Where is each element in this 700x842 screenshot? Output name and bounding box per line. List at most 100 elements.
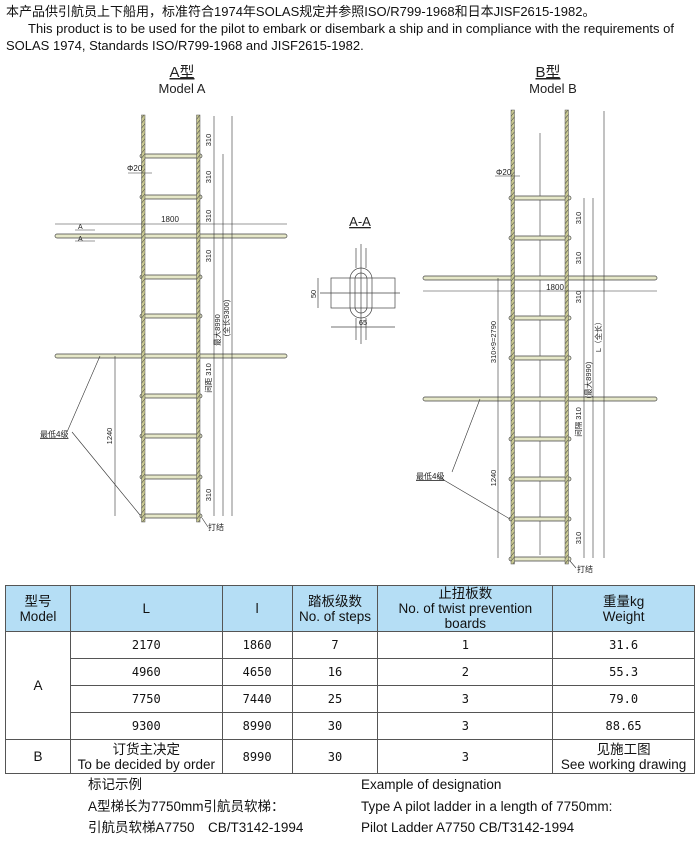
section-width: 65 [359, 318, 367, 327]
designation-title-en: Example of designation [361, 777, 502, 792]
intro-en-line2: SOLAS 1974, Standards ISO/R799-1968 and … [6, 38, 364, 53]
rung [139, 274, 203, 280]
intro-text: 本产品供引航员上下船用，标准符合1974年SOLAS规定并参照ISO/R799-… [6, 3, 698, 54]
dim-spacing: 310 [204, 210, 213, 223]
rung [508, 195, 572, 201]
rung [508, 315, 572, 321]
rung [508, 436, 572, 442]
table-row: 9300 8990 30 3 88.65 [6, 712, 695, 740]
knot-label: 打结 [208, 522, 224, 532]
cell-weight: 79.0 [552, 685, 695, 713]
dim-span: 310×9=2790 [489, 321, 498, 363]
side-rope [196, 114, 201, 523]
cell-steps: 30 [291, 712, 379, 740]
table-row: A 2170 1860 7 1 31.6 [5, 631, 695, 740]
min-steps-label: 最低4级 [416, 471, 444, 481]
cell-boards: 3 [377, 712, 554, 740]
cell-boards: 2 [377, 658, 554, 686]
dim-spacing: 310 [204, 489, 213, 502]
dim-bottom: 1240 [105, 428, 114, 445]
dim-spacing: 310 [204, 250, 213, 263]
cell-weight: 55.3 [552, 658, 695, 686]
rung [139, 194, 203, 200]
spreader-bar [54, 233, 288, 239]
model-a-drawing: A型 Model A [40, 64, 288, 532]
rung [508, 355, 572, 361]
header-l: l [221, 585, 293, 632]
table-row: 7750 7440 25 3 79.0 [6, 685, 695, 713]
dim-spacing: 310 [204, 171, 213, 184]
model-b-title-en: Model B [529, 81, 577, 96]
designation-example-zh: 标记示例 A型梯长为7750mm引航员软梯： 引航员软梯A7750 CB/T31… [88, 774, 303, 839]
cell-l: 8990 [221, 712, 293, 740]
designation-line1-zh: A型梯长为7750mm引航员软梯： [88, 798, 285, 814]
dim-spacing: 310 [574, 291, 583, 304]
designation-title-zh: 标记示例 [88, 777, 142, 792]
model-a-dimensions [55, 116, 287, 528]
cell-l: 7440 [221, 685, 293, 713]
rung [508, 556, 572, 562]
cell-steps: 25 [291, 685, 379, 713]
model-a-rungs [139, 153, 203, 519]
side-rope [141, 114, 146, 523]
dim-spacing: 310 [574, 252, 583, 265]
rung [139, 153, 203, 159]
cell-boards: 3 [377, 739, 554, 774]
cell-model: A [5, 631, 71, 740]
dim-spreader-length: 1800 [546, 283, 564, 292]
model-b-rungs [508, 195, 572, 562]
cell-L: 9300 [69, 712, 223, 740]
designation-line2-en: Pilot Ladder A7750 CB/T3142-1994 [361, 820, 575, 835]
min-steps-label: 最低4级 [40, 429, 68, 439]
cell-model: B [5, 739, 71, 774]
dim-total-length: L（全长） [593, 318, 603, 352]
side-rope [564, 109, 569, 565]
section-a-a: A-A 50 65 [309, 214, 400, 344]
designation-example-en: Example of designation Type A pilot ladd… [361, 774, 612, 839]
model-b-spacing-labels: 310 310 310 310 间隔 310 (最大8990) L（全长） 31… [489, 212, 603, 545]
dim-spreader-length: 1800 [161, 215, 179, 224]
dim-total-length: (全长9300) [221, 299, 231, 336]
cell-weight: 31.6 [552, 631, 695, 659]
intro-en-line1: This product is to be used for the pilot… [28, 21, 674, 36]
intro-zh: 本产品供引航员上下船用，标准符合1974年SOLAS规定并参照ISO/R799-… [6, 4, 596, 19]
cell-l: 4650 [221, 658, 293, 686]
model-a-spacing-labels: 310 310 310 310 310 间距 310 最大8990 (全长930… [105, 134, 231, 502]
rung [139, 313, 203, 319]
dim-bottom: 1240 [489, 470, 498, 487]
side-rope [510, 109, 515, 565]
cell-l: 8990 [221, 739, 293, 774]
model-b-drawing: B型 Model B Φ20 [416, 64, 658, 574]
rung [139, 474, 203, 480]
model-a-spreaders [54, 233, 288, 359]
cell-steps: 16 [291, 658, 379, 686]
model-a-title-zh: A型 [169, 64, 194, 81]
cell-boards: 1 [377, 631, 554, 659]
model-b-dimensions [423, 111, 657, 569]
designation-line1-en: Type A pilot ladder in a length of 7750m… [361, 798, 613, 814]
rung [139, 433, 203, 439]
dim-spacing: 310 [574, 532, 583, 545]
cell-steps: 7 [291, 631, 379, 659]
dim-diameter: Φ20 [127, 164, 143, 173]
spreader-bar [422, 396, 658, 402]
cell-weight: 88.65 [552, 712, 695, 740]
model-b-spreaders [422, 275, 658, 402]
section-mark: A [78, 224, 83, 231]
section-mark: A [78, 236, 83, 243]
section-title: A-A [349, 214, 371, 229]
rung [508, 476, 572, 482]
cell-steps: 30 [291, 739, 379, 774]
rung [139, 513, 203, 519]
cell-boards: 3 [377, 685, 554, 713]
rung [139, 393, 203, 399]
dim-interval: 间距 310 [204, 363, 213, 393]
